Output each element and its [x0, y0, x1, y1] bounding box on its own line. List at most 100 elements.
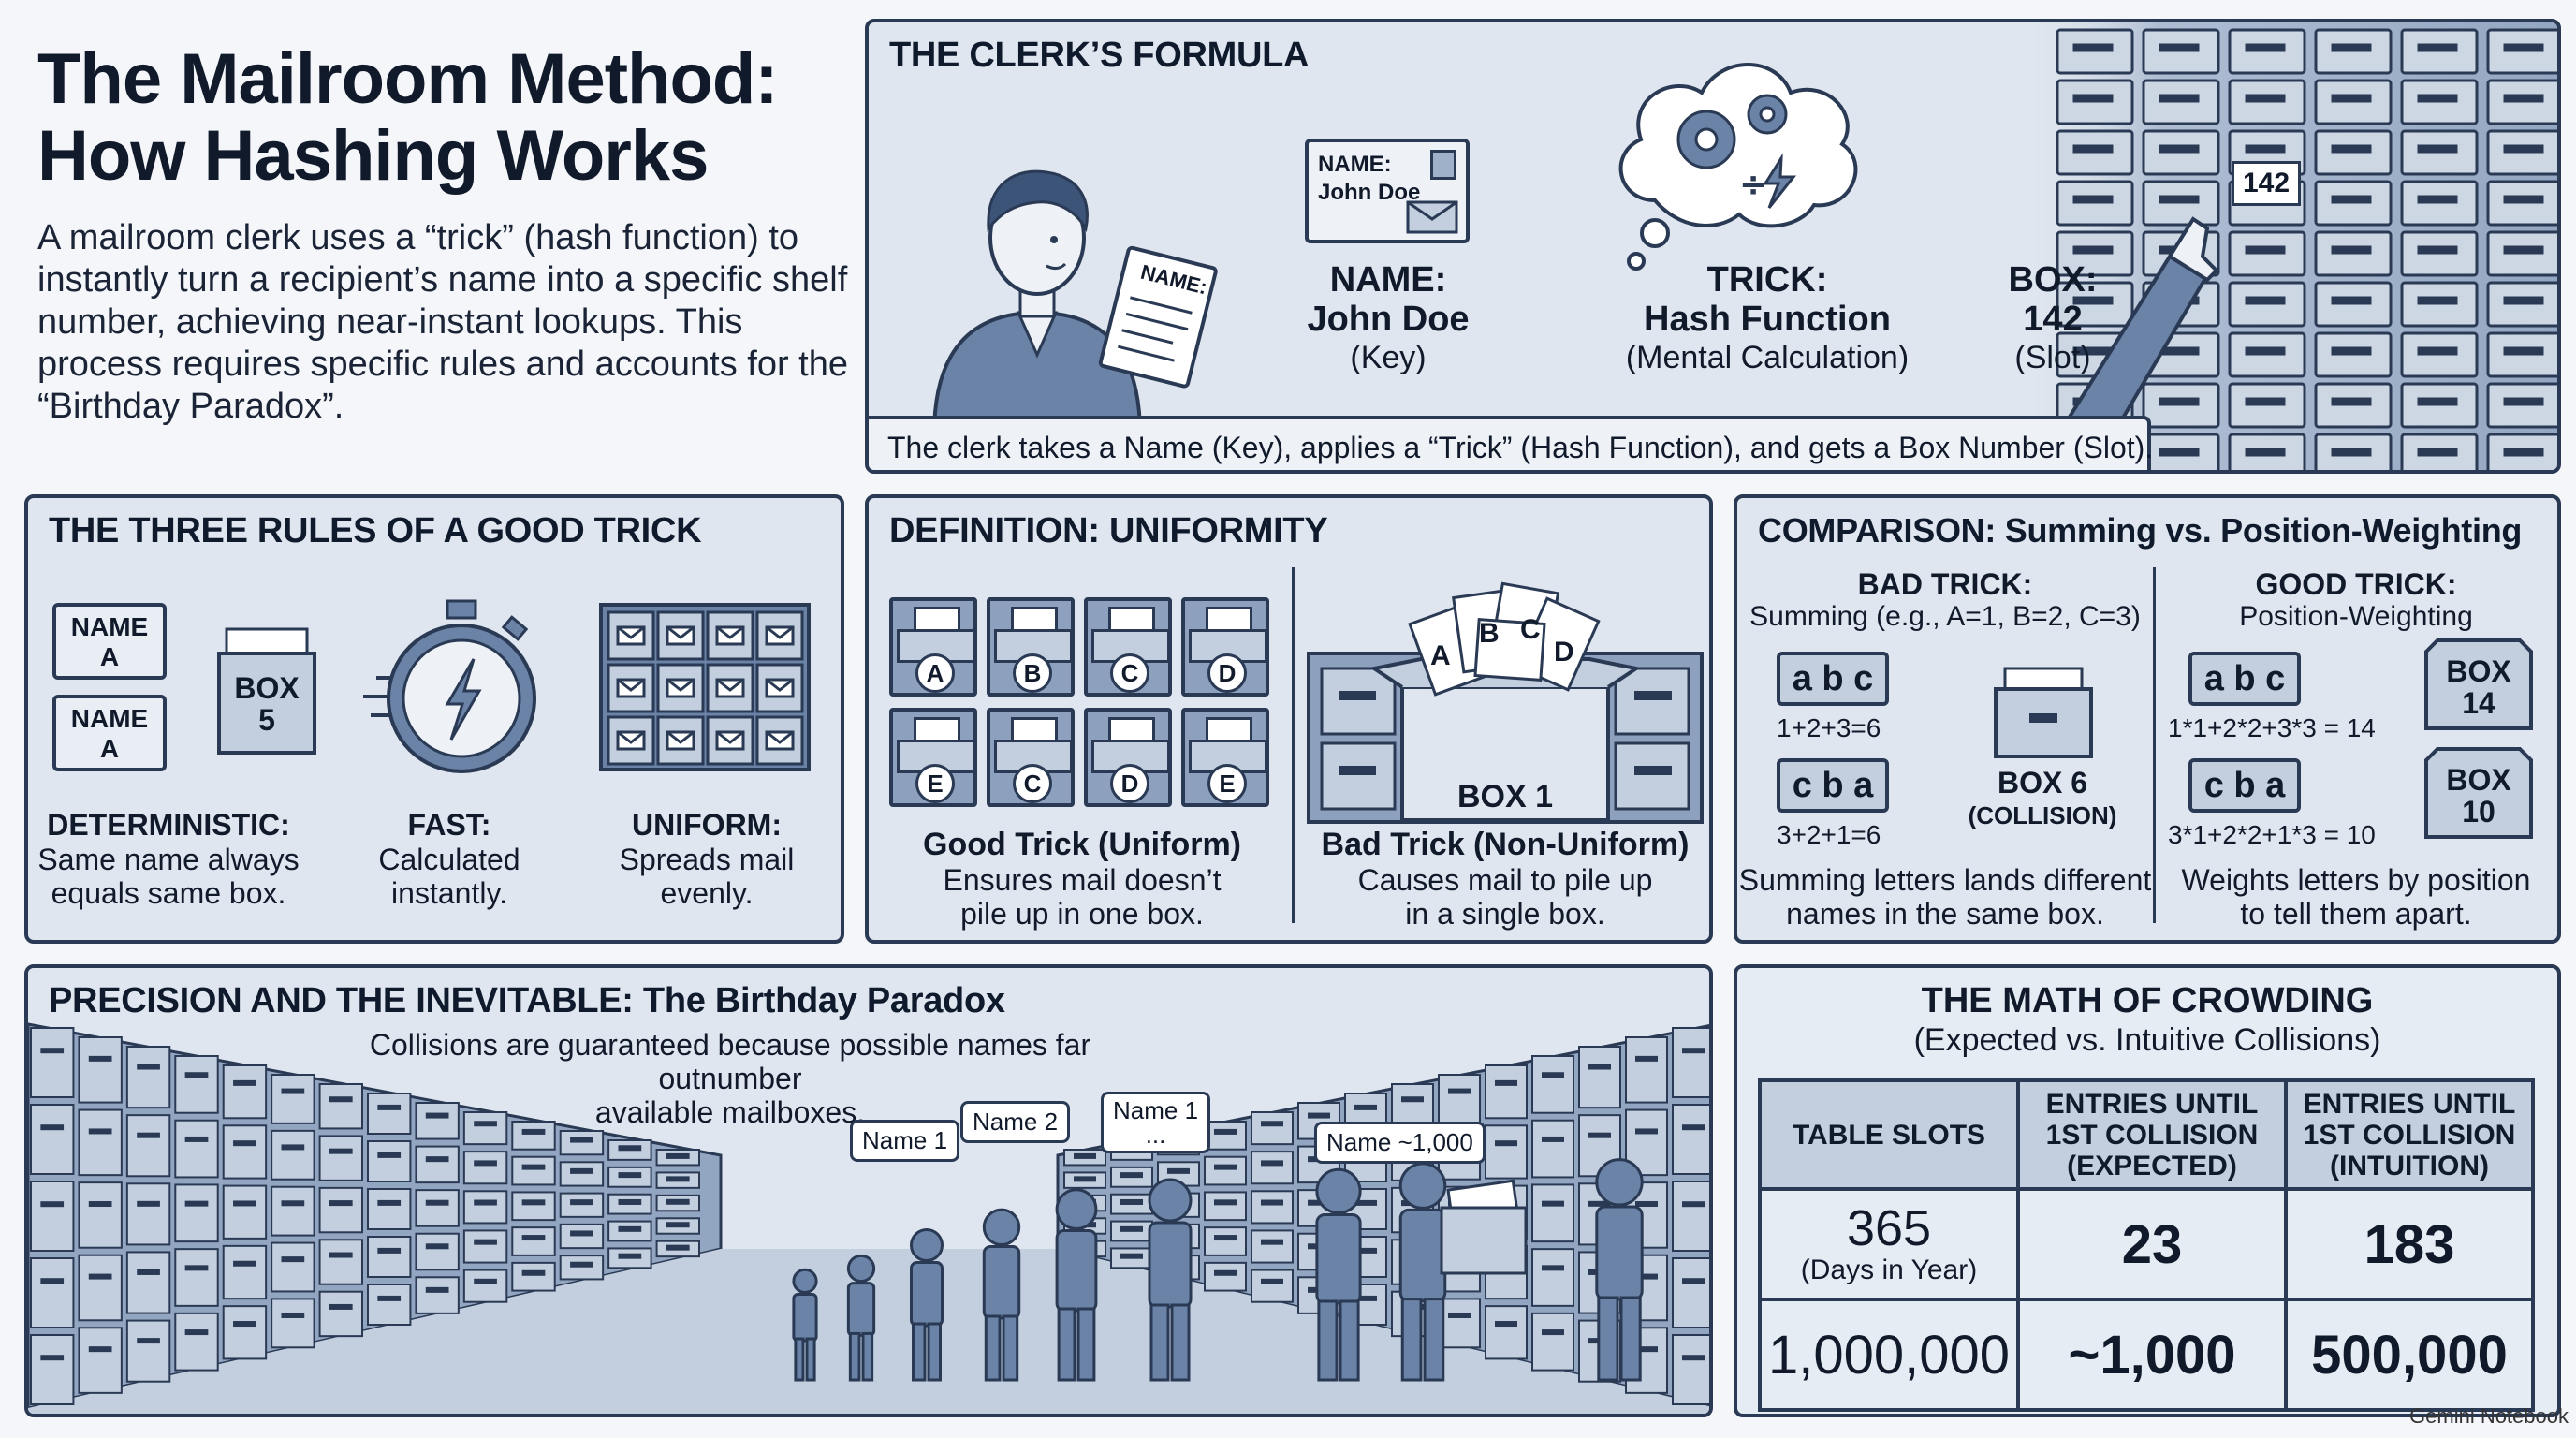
person-figure	[1595, 1158, 1644, 1382]
name-tile-letter: A	[99, 734, 120, 763]
paradox-panel: PRECISION AND THE INEVITABLE: The Birthd…	[24, 964, 1713, 1417]
name-tile-letter: A	[99, 642, 120, 671]
person-figure	[846, 1254, 876, 1382]
formula-name-sub: (Key)	[1350, 340, 1427, 375]
bubble-name-1-text: Name 1	[1113, 1096, 1199, 1124]
crowding-subtitle: (Expected vs. Intuitive Collisions)	[1913, 1022, 2381, 1058]
pile-letter-b: B	[1479, 618, 1500, 649]
mail-slot-letter: E	[915, 764, 955, 803]
rule-deterministic-head: DETERMINISTIC:	[47, 808, 290, 842]
formula-name-block: NAME: John Doe (Key)	[1271, 260, 1505, 376]
slots-note: (Days in Year)	[1800, 1255, 1978, 1285]
mailbox-grid-icon	[599, 603, 811, 771]
formula-box-sub: (Slot)	[2014, 340, 2091, 375]
formula-caption-strip: The clerk takes a Name (Key), applies a …	[869, 416, 2153, 470]
crowding-title: THE MATH OF CROWDING	[1921, 981, 2374, 1020]
rules-title: THE THREE RULES OF A GOOD TRICK	[49, 511, 702, 550]
mail-slot-e: E	[1181, 708, 1269, 807]
box-14-icon	[2424, 638, 2533, 730]
comparison-bad-head: BAD TRICK:	[1857, 567, 2033, 601]
mail-slot-c: C	[987, 708, 1075, 807]
thought-cloud-icon: ÷	[1618, 63, 1858, 271]
box-14-word: BOX	[2446, 654, 2511, 688]
paradox-sub-line2: available mailboxes.	[594, 1095, 866, 1129]
intuition-value: 183	[2364, 1213, 2455, 1275]
good-note-line1: Weights letters by position	[2181, 863, 2531, 897]
crowding-table: TABLE SLOTS ENTRIES UNTIL 1ST COLLISION …	[1758, 1078, 2535, 1412]
speech-bubble-name-1000: Name ~1,000	[1314, 1122, 1486, 1164]
abc-tile: a b c	[1777, 652, 1889, 706]
mail-slot-letter: C	[1110, 653, 1149, 693]
formula-name-value: John Doe	[1307, 300, 1470, 339]
rule-deterministic: DETERMINISTIC: Same name always equals s…	[28, 807, 309, 910]
table-row: 365 (Days in Year) 23 183	[1758, 1187, 2535, 1301]
slot-142-tag: 142	[2232, 161, 2301, 206]
mailroom-hall-illustration	[28, 968, 1709, 1414]
box-14-number: 14	[2462, 686, 2496, 720]
good-note-line2: to tell them apart.	[2240, 897, 2472, 931]
comparison-good-sub: Position-Weighting	[2239, 601, 2473, 632]
intuition-value: 500,000	[2311, 1324, 2508, 1386]
formula-trick-block: TRICK: Hash Function (Mental Calculation…	[1589, 260, 1945, 376]
name-tile-label: NAME	[70, 704, 149, 733]
clerk-figure	[931, 169, 1143, 436]
formula-trick-head: TRICK:	[1706, 260, 1828, 300]
cell-slots: 365 (Days in Year)	[1758, 1187, 2020, 1301]
bad-trick-line1: Causes mail to pile up	[1357, 863, 1653, 897]
name-card-value: John Doe	[1318, 180, 1421, 205]
page-title: The Mailroom Method: How Hashing Works	[37, 39, 779, 196]
mail-slot-letter: A	[915, 653, 955, 693]
footer-watermark: Gemini Notebook	[2409, 1404, 2569, 1428]
stopwatch-icon	[363, 599, 536, 773]
cell-slots: 1,000,000	[1758, 1298, 2020, 1412]
person-figure	[1148, 1178, 1193, 1382]
box-10-number: 10	[2462, 795, 2496, 829]
bubble-ellipsis: ...	[1145, 1121, 1166, 1149]
cell-expected: ~1,000	[2016, 1298, 2288, 1412]
bad-trick-head: Bad Trick (Non-Uniform)	[1321, 827, 1690, 862]
box-5-icon	[217, 627, 316, 755]
mail-slot-letter: E	[1208, 764, 1247, 803]
collision-tag: (COLLISION)	[1968, 801, 2117, 829]
box-tile-number: 5	[258, 703, 275, 737]
abc-tile-weighted: a b c	[2188, 652, 2301, 706]
bad-note-line2: names in the same box.	[1786, 897, 2104, 931]
stamp-icon	[1430, 150, 1456, 180]
good-trick-line1: Ensures mail doesn’t	[943, 863, 1222, 897]
mail-slot-d: D	[1181, 597, 1269, 697]
formula-title: THE CLERK’S FORMULA	[889, 36, 1310, 75]
pile-letter-a: A	[1430, 640, 1451, 671]
crowding-header-row: TABLE SLOTS ENTRIES UNTIL 1ST COLLISION …	[1758, 1078, 2535, 1191]
bad-trick-note: Summing letters lands different names in…	[1737, 863, 2153, 931]
rule-deterministic-line2: equals same box.	[51, 876, 286, 910]
slots-value: 365	[1846, 1200, 1932, 1256]
person-figure	[1315, 1167, 1362, 1382]
expected-value: ~1,000	[2068, 1324, 2236, 1386]
rule-fast-head: FAST:	[407, 808, 491, 842]
comparison-divider	[2153, 567, 2156, 923]
good-trick-caption: Good Trick (Uniform) Ensures mail doesn’…	[878, 826, 1286, 931]
comparison-bad-sub: Summing (e.g., A=1, B=2, C=3)	[1749, 601, 2141, 632]
header-expected-line2: 1ST COLLISION	[2045, 1119, 2259, 1151]
title-line-2: How Hashing Works	[37, 116, 709, 196]
header-intuition-line1: ENTRIES UNTIL	[2303, 1088, 2516, 1120]
good-trick-header: GOOD TRICK: Position-Weighting	[2155, 567, 2557, 633]
box-10-icon	[2424, 747, 2533, 839]
slots-value: 1,000,000	[1767, 1324, 2011, 1386]
rule-uniform-head: UNIFORM:	[632, 808, 782, 842]
bad-box-label: BOX 1	[1456, 779, 1554, 814]
formula-box-block: BOX: 142 (Slot)	[1983, 260, 2123, 376]
abc-weight: 1*1+2*2+3*3 = 14	[2168, 713, 2376, 742]
uniformity-title: DEFINITION: UNIFORMITY	[889, 511, 1328, 550]
mail-slot-e: E	[889, 708, 977, 807]
header-intuition: ENTRIES UNTIL 1ST COLLISION (INTUITION)	[2284, 1078, 2535, 1191]
cba-tile-weighted: c b a	[2188, 758, 2301, 813]
title-line-1: The Mailroom Method:	[37, 39, 779, 119]
good-trick-note: Weights letters by position to tell them…	[2155, 863, 2557, 931]
header-expected-line1: ENTRIES UNTIL	[2045, 1088, 2259, 1120]
speech-bubble-name-2: Name 2	[960, 1101, 1071, 1143]
box-tile-label: BOX	[234, 671, 300, 705]
